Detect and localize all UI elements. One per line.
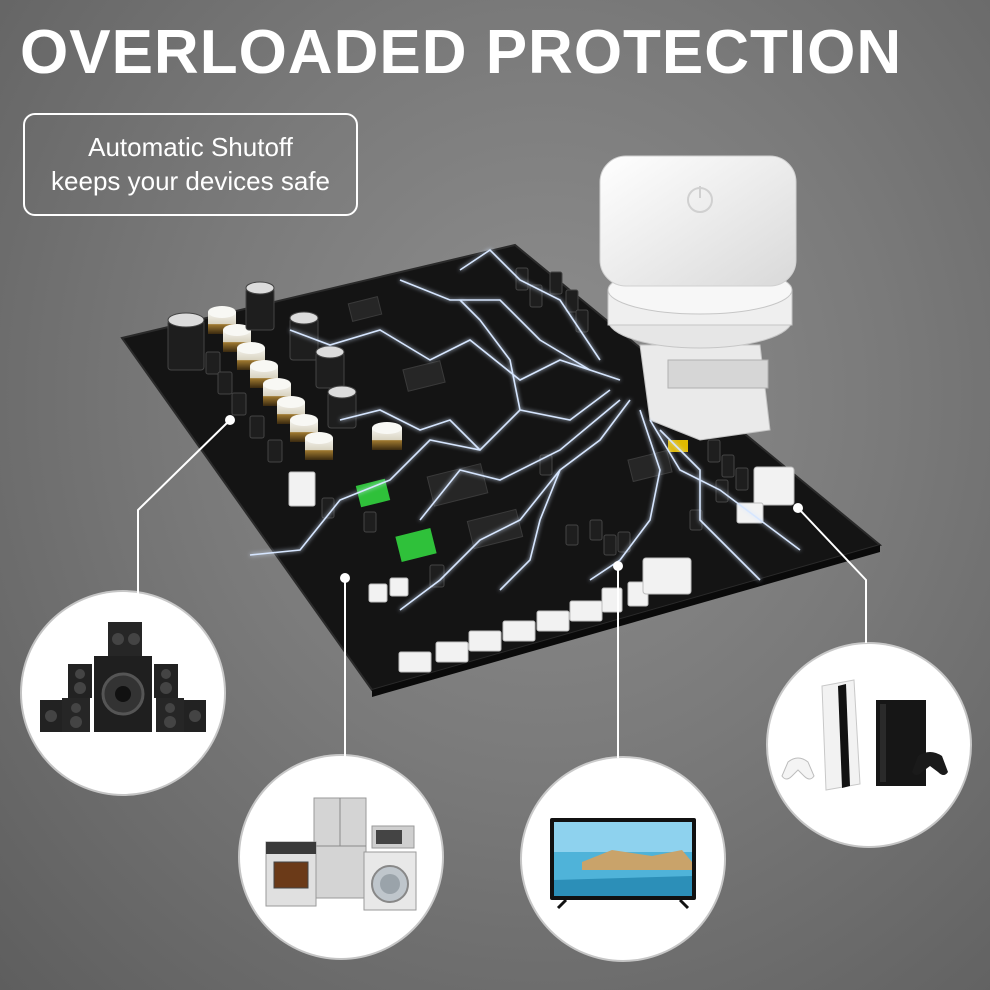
headline: OVERLOADED PROTECTION: [20, 18, 903, 87]
appliances-circle: [240, 756, 442, 958]
connectors: [288, 466, 795, 673]
chips: [347, 296, 673, 550]
callout-lines: [137, 419, 867, 760]
black-capacitors: [167, 267, 749, 588]
speakers-icon: [40, 622, 206, 732]
lightning-bolts: [249, 248, 801, 611]
tv-circle: [522, 758, 724, 960]
tagline-box: Automatic Shutoff keeps your devices saf…: [23, 113, 358, 216]
tagline-line2: keeps your devices safe: [51, 165, 330, 196]
game-console-icon: [781, 679, 948, 791]
consoles-circle: [768, 644, 970, 846]
gold-capacitors: [208, 306, 402, 460]
smart-plug: [599, 155, 797, 452]
green-modules: [355, 478, 437, 562]
speakers-circle: [22, 592, 224, 794]
television-icon: [550, 818, 696, 910]
home-appliances-icon: [265, 797, 417, 911]
callout-dots: [225, 415, 803, 583]
tagline-line1: Automatic Shutoff: [88, 131, 293, 162]
